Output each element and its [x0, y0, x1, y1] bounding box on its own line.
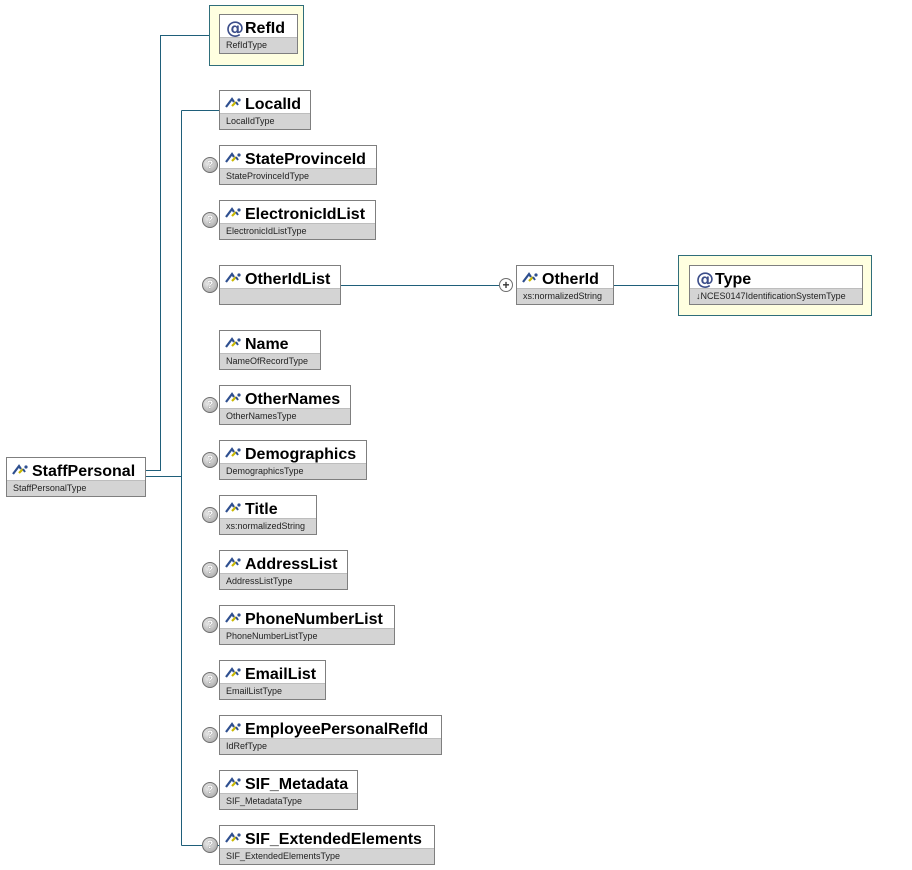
element-icon [225, 667, 241, 678]
element-type: LocalIdType [220, 113, 310, 129]
element-icon [225, 557, 241, 568]
element-icon [225, 447, 241, 458]
element-icon [225, 777, 241, 788]
element-type: NameOfRecordType [220, 353, 320, 369]
element-name: ElectronicIdList [245, 206, 366, 223]
element-name: AddressList [245, 556, 338, 573]
element-icon [522, 272, 538, 283]
element-type: StateProvinceIdType [220, 168, 376, 184]
node-otherid[interactable]: OtherId xs:normalizedString [516, 265, 614, 305]
otherid-attribute-type: ↓NCES0147IdentificationSystemType [690, 288, 862, 304]
otherid-type: xs:normalizedString [517, 288, 613, 304]
element-icon [225, 207, 241, 218]
expand-otherid-button[interactable]: + [499, 278, 513, 292]
attribute-refid-box[interactable]: @ RefId RefIdType [209, 5, 304, 66]
optional-marker-stateprovinceid: ? [202, 157, 218, 173]
optional-marker-title: ? [202, 507, 218, 523]
element-name: LocalId [245, 96, 302, 113]
attribute-icon: @ [226, 18, 244, 39]
optional-marker-electronicidlist: ? [202, 212, 218, 228]
element-name: PhoneNumberList [245, 611, 383, 628]
element-icon [225, 337, 241, 348]
element-icon [225, 832, 241, 843]
element-type: xs:normalizedString [220, 518, 316, 534]
root-type: StaffPersonalType [7, 480, 145, 496]
element-name: OtherNames [245, 391, 341, 408]
element-icon [225, 272, 241, 283]
element-name: StateProvinceId [245, 151, 366, 168]
element-type [220, 288, 340, 304]
element-type: EmailListType [220, 683, 325, 699]
attribute-name: RefId [245, 20, 285, 37]
attribute-type: RefIdType [220, 37, 297, 53]
element-icon [225, 97, 241, 108]
element-name: SIF_ExtendedElements [245, 831, 422, 848]
root-node-staffpersonal[interactable]: StaffPersonal StaffPersonalType [6, 457, 146, 497]
element-type: IdRefType [220, 738, 441, 754]
element-icon [225, 722, 241, 733]
element-type: SIF_ExtendedElementsType [220, 848, 434, 864]
element-type: AddressListType [220, 573, 347, 589]
element-name: EmailList [245, 666, 317, 683]
optional-marker-otheridlist: ? [202, 277, 218, 293]
optional-marker-phonenumberlist: ? [202, 617, 218, 633]
element-name: Demographics [245, 446, 357, 463]
optional-marker-demographics: ? [202, 452, 218, 468]
element-type: PhoneNumberListType [220, 628, 394, 644]
attribute-type-node: @ Type ↓NCES0147IdentificationSystemType [689, 265, 863, 305]
optional-marker-sif-metadata: ? [202, 782, 218, 798]
element-icon [225, 392, 241, 403]
node-otheridlist[interactable]: OtherIdList [219, 265, 341, 305]
optional-marker-othernames: ? [202, 397, 218, 413]
otherid-attribute-name: Type [715, 271, 752, 288]
element-icon [225, 612, 241, 623]
root-name: StaffPersonal [32, 463, 136, 480]
element-icon [225, 152, 241, 163]
element-name: OtherIdList [245, 271, 331, 288]
otherid-name: OtherId [542, 271, 599, 288]
attribute-type-box[interactable]: @ Type ↓NCES0147IdentificationSystemType [678, 255, 872, 316]
attribute-icon: @ [696, 269, 714, 290]
element-name: SIF_Metadata [245, 776, 349, 793]
optional-marker-employeepersonalrefid: ? [202, 727, 218, 743]
element-icon [225, 502, 241, 513]
element-type: DemographicsType [220, 463, 366, 479]
element-type: SIF_MetadataType [220, 793, 357, 809]
optional-marker-sif-extendedelements: ? [202, 837, 218, 853]
element-icon [12, 464, 28, 475]
optional-marker-emaillist: ? [202, 672, 218, 688]
optional-marker-addresslist: ? [202, 562, 218, 578]
attribute-refid-node: @ RefId RefIdType [219, 14, 298, 54]
element-name: Title [245, 501, 278, 518]
element-type: OtherNamesType [220, 408, 350, 424]
element-type: ElectronicIdListType [220, 223, 375, 239]
element-name: Name [245, 336, 289, 353]
element-name: EmployeePersonalRefId [245, 721, 429, 738]
